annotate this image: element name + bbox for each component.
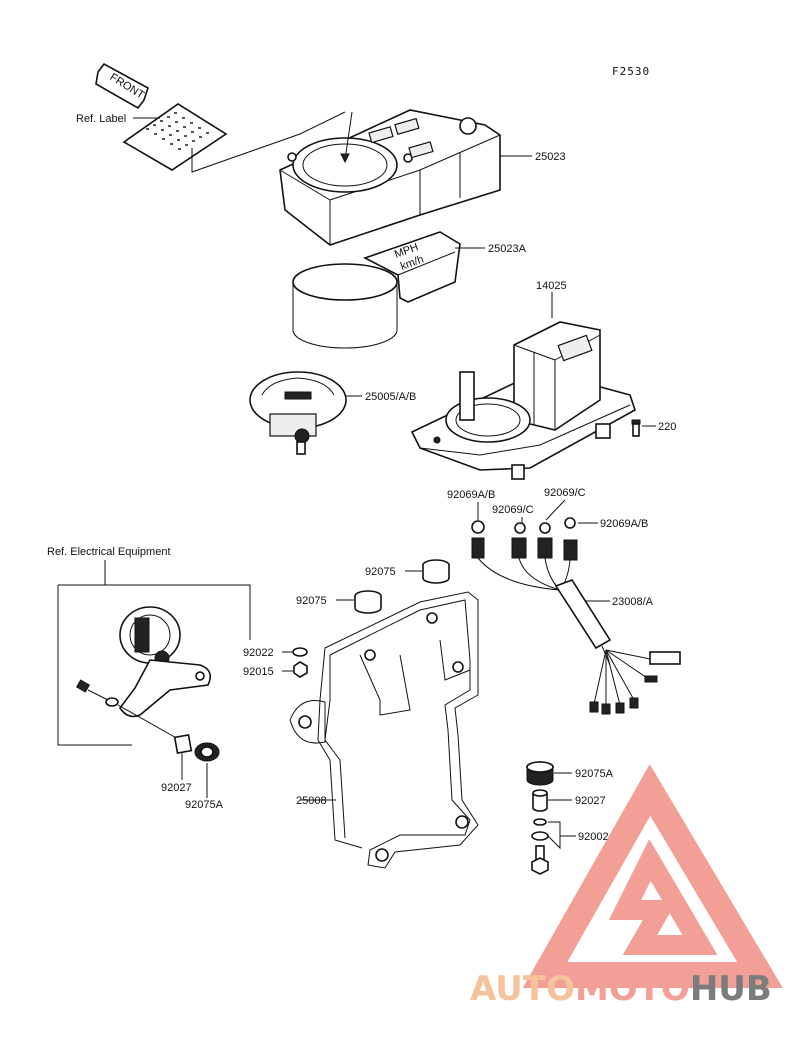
part-92075a-label-2: 92075A <box>185 799 224 811</box>
part-92075a-label-1: 92075A <box>575 768 614 780</box>
part-25023a-label: 25023A <box>488 243 527 255</box>
part-14025-label: 14025 <box>536 280 567 292</box>
part-92015-label: 92015 <box>243 666 274 678</box>
ref-electrical-text: Ref. Electrical Equipment <box>47 546 171 558</box>
ref-label-sheet <box>122 103 228 171</box>
grommets-92075 <box>354 559 450 614</box>
svg-text:AUTOMOTOHUB: AUTOMOTOHUB <box>470 969 772 1009</box>
ref-label-text: Ref. Label <box>76 113 126 125</box>
nut-92015 <box>293 661 308 678</box>
watermark-hub: HUB <box>690 969 772 1009</box>
automotohub-watermark: AUTOMOTOHUB <box>470 764 783 1009</box>
watermark-moto: MOTO <box>575 969 690 1009</box>
part-92069ab-label-1: 92069A/B <box>447 489 495 501</box>
part-92075-label-1: 92075 <box>365 566 396 578</box>
front-arrow-icon: FRONT <box>95 62 149 110</box>
meter-cover-25023 <box>279 109 501 246</box>
part-92002-label: 92002 <box>578 831 609 843</box>
right-hardware-stack <box>526 761 554 875</box>
watermark-auto: AUTO <box>470 969 575 1009</box>
meter-housing-14025 <box>410 321 636 480</box>
part-92027-label-2: 92027 <box>161 782 192 794</box>
lens-25023a: MPH km/h <box>292 231 461 349</box>
part-25005-label: 25005/A/B <box>365 391 416 403</box>
electrical-equipment <box>75 606 220 762</box>
part-220-label: 220 <box>658 421 676 433</box>
bracket-25008 <box>289 591 479 869</box>
speedometer-25005 <box>249 371 347 455</box>
part-25008-label: 25008 <box>296 795 327 807</box>
part-92069c-label-2: 92069/C <box>492 504 534 516</box>
wiring-harness-23008 <box>554 579 681 715</box>
part-92022-label: 92022 <box>243 647 274 659</box>
part-23008-label: 23008/A <box>612 596 654 608</box>
bulb-sockets <box>471 517 578 591</box>
part-25023-label: 25023 <box>535 151 566 163</box>
part-92027-label-1: 92027 <box>575 795 606 807</box>
part-92069c-label-1: 92069/C <box>544 487 586 499</box>
part-92069ab-label-2: 92069A/B <box>600 518 648 530</box>
part-92075-label-2: 92075 <box>296 595 327 607</box>
screw-220 <box>631 419 641 437</box>
figure-code: F2530 <box>612 65 650 78</box>
washer-92022 <box>292 647 308 657</box>
